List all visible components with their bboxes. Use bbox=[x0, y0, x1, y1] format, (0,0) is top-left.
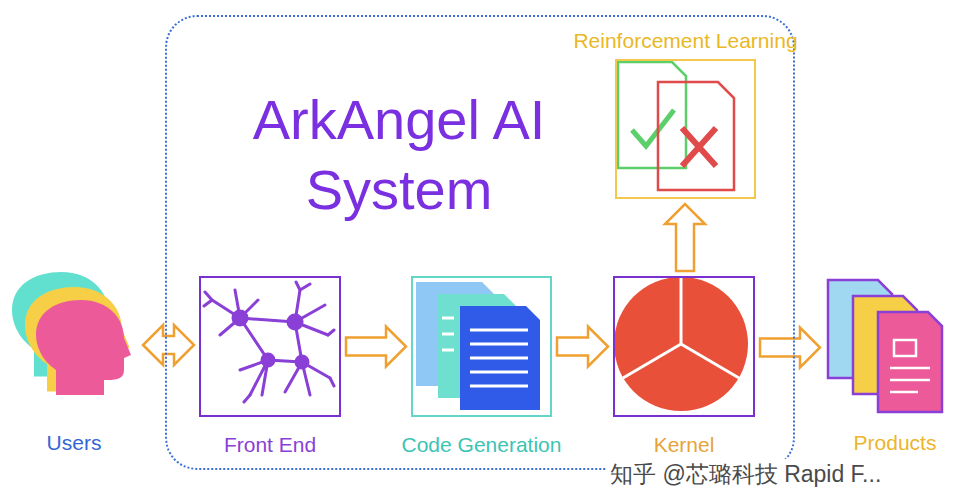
users-group: Users bbox=[10, 285, 138, 405]
system-boundary: ArkAngel AI System Reinforcement Learning… bbox=[165, 15, 795, 470]
check-cross-documents-icon bbox=[618, 62, 734, 190]
process-box: Reinforcement Learning bbox=[615, 59, 756, 199]
block-arrow bbox=[346, 327, 406, 367]
products-group: Products bbox=[825, 278, 965, 418]
block-arrow bbox=[557, 327, 608, 367]
block-arrow bbox=[760, 328, 820, 368]
node-label: Front End bbox=[224, 433, 316, 457]
node-label: Code Generation bbox=[402, 433, 562, 457]
user-heads-icon bbox=[12, 272, 131, 395]
node-label: Products bbox=[854, 431, 937, 455]
node-label: Reinforcement Learning bbox=[573, 29, 797, 53]
product-documents-icon bbox=[828, 280, 942, 412]
process-box: Code Generation bbox=[411, 276, 552, 417]
block-arrow bbox=[143, 325, 194, 365]
block-arrow bbox=[665, 204, 705, 271]
process-box: Front End bbox=[199, 276, 341, 417]
code-documents-icon bbox=[416, 282, 540, 410]
kernel-pie-icon bbox=[614, 277, 748, 411]
process-box: Kernel bbox=[613, 276, 755, 417]
node-label: Kernel bbox=[654, 433, 715, 457]
node-label: Users bbox=[47, 431, 102, 455]
watermark: 知乎 @芯璐科技 Rapid F... bbox=[606, 459, 885, 490]
neuron-icon bbox=[204, 282, 334, 402]
system-title: ArkAngel AI System bbox=[219, 85, 579, 225]
